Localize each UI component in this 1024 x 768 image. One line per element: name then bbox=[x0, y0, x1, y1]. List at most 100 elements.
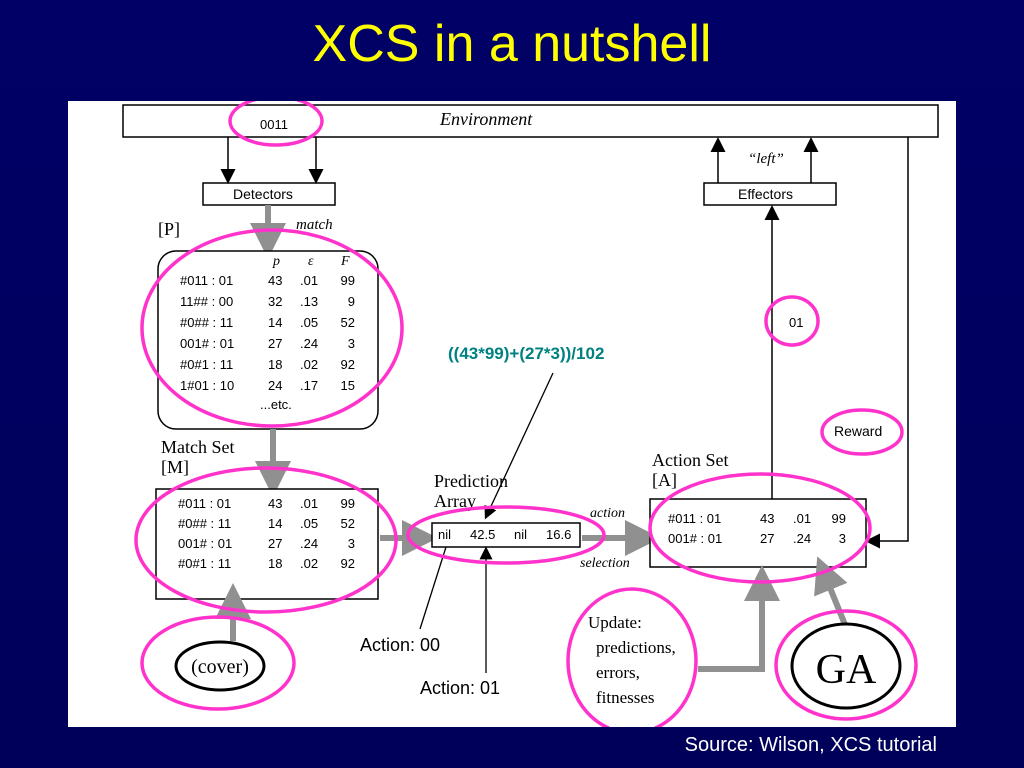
highlight-population-oval bbox=[140, 228, 404, 428]
detectors-label: Detectors bbox=[233, 186, 293, 202]
action-selection-line1: action bbox=[590, 506, 625, 521]
update-line: Update: bbox=[588, 613, 642, 632]
action-selection-line2: selection bbox=[580, 556, 630, 571]
actionset-label-1: Action Set bbox=[652, 450, 729, 470]
action01-label: Action: 01 bbox=[420, 678, 500, 698]
pop-row-p: 18 bbox=[268, 357, 282, 372]
pop-row-e: .13 bbox=[300, 294, 318, 309]
action-output: 01 bbox=[789, 315, 803, 330]
action-row-f: 99 bbox=[832, 511, 846, 526]
pop-row-e: .05 bbox=[300, 315, 318, 330]
update-to-actionset-arrow bbox=[698, 565, 780, 672]
match-row-f: 99 bbox=[341, 496, 355, 511]
highlight-matchset-oval bbox=[134, 466, 398, 614]
xcs-diagram: Environment 0011 Detectors Effectors “le… bbox=[122, 101, 939, 727]
header-f: F bbox=[340, 254, 350, 269]
population-label: [P] bbox=[158, 219, 180, 239]
cover-label: (cover) bbox=[191, 656, 249, 678]
ga-label: GA bbox=[816, 647, 877, 693]
formula-label: ((43*99)+(27*3))/102 bbox=[448, 344, 604, 363]
pop-row-e: .17 bbox=[300, 378, 318, 393]
match-row-e: .24 bbox=[300, 536, 318, 551]
environment-input: 0011 bbox=[260, 117, 288, 132]
pop-row-p: 43 bbox=[268, 273, 282, 288]
update-line: fitnesses bbox=[596, 688, 655, 707]
matchset-label-2: [M] bbox=[161, 457, 189, 477]
pop-row-f: 52 bbox=[341, 315, 355, 330]
pop-etc: ...etc. bbox=[260, 397, 292, 412]
pop-row-e: .24 bbox=[300, 336, 318, 351]
environment-label: Environment bbox=[439, 109, 533, 129]
pop-row-f: 15 bbox=[341, 378, 355, 393]
ga-ellipse bbox=[790, 622, 902, 710]
action-row-cond: #011 : 01 bbox=[668, 511, 721, 526]
prediction-label-2: Array bbox=[434, 491, 476, 511]
pop-row-cond: 1#01 : 10 bbox=[180, 378, 234, 393]
highlight-update-oval bbox=[566, 587, 698, 727]
update-line: errors, bbox=[596, 663, 640, 682]
update-line: predictions, bbox=[596, 638, 676, 657]
action00-pointer bbox=[419, 546, 447, 630]
action00-label: Action: 00 bbox=[360, 635, 440, 655]
reward-line bbox=[865, 137, 909, 549]
match-row-cond: #0#1 : 11 bbox=[178, 556, 231, 571]
header-p: p bbox=[272, 254, 280, 269]
highlight-input-oval bbox=[228, 101, 324, 147]
prediction-cell: nil bbox=[438, 527, 451, 542]
cover-ellipse bbox=[174, 640, 266, 692]
left-quote: “left” bbox=[748, 151, 784, 167]
match-row-cond: 001# : 01 bbox=[178, 536, 232, 551]
header-epsilon: ε bbox=[308, 254, 314, 269]
source-citation: Source: Wilson, XCS tutorial bbox=[684, 734, 937, 756]
pop-row-p: 14 bbox=[268, 315, 282, 330]
highlight-prediction-oval bbox=[406, 505, 606, 565]
pop-row-cond: #0#1 : 11 bbox=[180, 357, 233, 372]
highlight-reward-oval bbox=[820, 408, 904, 456]
matchset-box bbox=[155, 488, 379, 600]
pop-row-f: 92 bbox=[341, 357, 355, 372]
matchset-label-1: Match Set bbox=[161, 437, 235, 457]
match-row-p: 18 bbox=[268, 556, 282, 571]
slide-title: XCS in a nutshell bbox=[312, 15, 712, 73]
action-row-cond: 001# : 01 bbox=[668, 531, 722, 546]
prediction-cell: 42.5 bbox=[470, 527, 495, 542]
match-row-f: 3 bbox=[348, 536, 355, 551]
pop-row-cond: 11## : 00 bbox=[180, 294, 233, 309]
prediction-array-box bbox=[431, 522, 581, 548]
match-row-e: .01 bbox=[300, 496, 318, 511]
action-row-f: 3 bbox=[839, 531, 846, 546]
match-row-e: .05 bbox=[300, 516, 318, 531]
action-row-e: .01 bbox=[793, 511, 811, 526]
action-row-p: 27 bbox=[760, 531, 774, 546]
prediction-label-1: Prediction bbox=[434, 471, 508, 491]
pop-row-p: 24 bbox=[268, 378, 282, 393]
highlight-cover-oval bbox=[140, 615, 296, 711]
prediction-cell: 16.6 bbox=[546, 527, 571, 542]
match-row-p: 43 bbox=[268, 496, 282, 511]
pop-row-cond: 001# : 01 bbox=[180, 336, 234, 351]
population-box bbox=[157, 250, 379, 430]
pop-row-e: .02 bbox=[300, 357, 318, 372]
action-row-e: .24 bbox=[793, 531, 811, 546]
pop-row-cond: #011 : 01 bbox=[180, 273, 233, 288]
highlight-actionset-oval bbox=[648, 472, 872, 584]
pop-row-p: 27 bbox=[268, 336, 282, 351]
actionset-label-2: [A] bbox=[652, 470, 677, 490]
action-row-p: 43 bbox=[760, 511, 774, 526]
pop-row-e: .01 bbox=[300, 273, 318, 288]
pop-row-f: 9 bbox=[348, 294, 355, 309]
reward-label: Reward bbox=[834, 423, 882, 439]
prediction-cell: nil bbox=[514, 527, 527, 542]
match-label: match bbox=[296, 217, 333, 233]
match-row-p: 14 bbox=[268, 516, 282, 531]
diagram-panel: Environment 0011 Detectors Effectors “le… bbox=[68, 101, 956, 727]
effectors-label: Effectors bbox=[738, 186, 793, 202]
pop-row-f: 99 bbox=[341, 273, 355, 288]
match-row-p: 27 bbox=[268, 536, 282, 551]
match-row-cond: #011 : 01 bbox=[178, 496, 231, 511]
match-row-e: .02 bbox=[300, 556, 318, 571]
formula-pointer bbox=[484, 372, 554, 520]
match-row-f: 92 bbox=[341, 556, 355, 571]
match-row-f: 52 bbox=[341, 516, 355, 531]
pop-row-cond: #0## : 11 bbox=[180, 315, 233, 330]
